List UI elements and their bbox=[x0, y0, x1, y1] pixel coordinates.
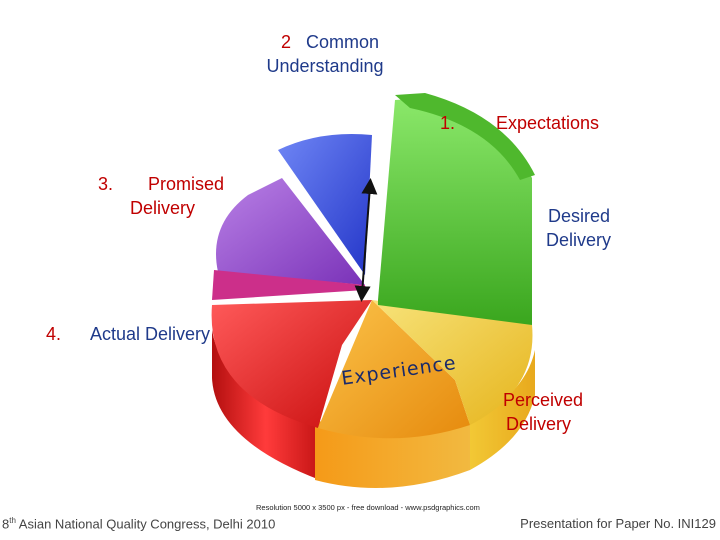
label-promised-delivery: Delivery bbox=[130, 198, 196, 218]
label-understanding-text: Understanding bbox=[266, 56, 384, 76]
pie-side-yellow bbox=[470, 350, 535, 470]
label-actual-text: Actual Delivery bbox=[90, 324, 211, 344]
pie-slice-green bbox=[378, 98, 532, 325]
label-promised-num: 3. bbox=[98, 174, 114, 194]
label-expectations-num: 1. bbox=[440, 113, 456, 133]
label-common-understanding: 2 Common Understanding bbox=[260, 30, 400, 78]
label-expectations-text: Expectations bbox=[496, 113, 600, 133]
label-actual-num: 4. bbox=[46, 324, 62, 344]
label-desired-line1: Desired bbox=[548, 206, 611, 226]
footer-left-num: 8 bbox=[2, 516, 10, 532]
pie-slice-red bbox=[211, 300, 372, 428]
pie-slice-purple bbox=[216, 178, 365, 285]
label-common-num: 2 bbox=[280, 32, 291, 52]
label-desired-line2: Delivery bbox=[546, 230, 612, 250]
image-credit: Resolution 5000 x 3500 px - free downloa… bbox=[256, 503, 480, 512]
pie-slice-magenta bbox=[212, 270, 365, 300]
pie-side-orange bbox=[315, 420, 470, 488]
pie-slice-yellow bbox=[372, 300, 533, 425]
gap-arrow bbox=[354, 178, 378, 302]
footer-left-text: Asian National Quality Congress, Delhi 2… bbox=[15, 516, 276, 532]
footer-left-sup: th bbox=[9, 516, 16, 525]
pie-slice-green-top bbox=[395, 93, 535, 180]
label-common-text: Common bbox=[306, 32, 380, 52]
label-perceived-line1: Perceived bbox=[503, 390, 584, 410]
footer-left: 8th Asian National Quality Congress, Del… bbox=[2, 516, 275, 531]
pie-slice-orange bbox=[318, 300, 470, 439]
footer-right: Presentation for Paper No. INI129 bbox=[520, 516, 716, 531]
pie-slice-blue bbox=[278, 134, 372, 275]
label-promised-text: Promised bbox=[148, 174, 225, 194]
label-perceived-line2: Delivery bbox=[506, 414, 572, 434]
